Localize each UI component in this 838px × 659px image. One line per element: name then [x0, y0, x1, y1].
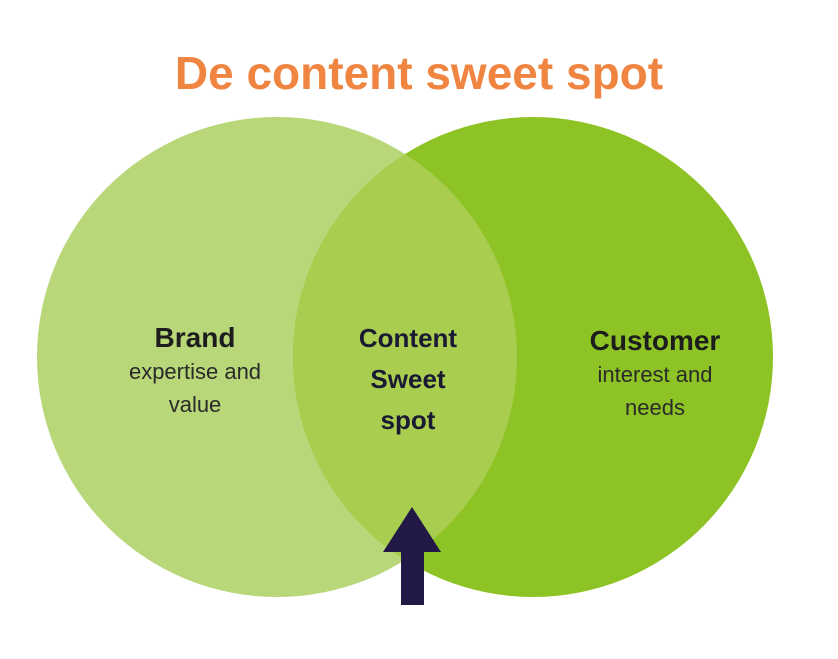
brand-heading: Brand — [154, 322, 236, 353]
customer-heading: Customer — [589, 325, 721, 356]
sweet-spot-line: Content — [358, 323, 458, 353]
up-arrow-icon — [383, 507, 441, 605]
sweet-spot-label-block: Content Sweet spot — [328, 318, 488, 441]
sweet-spot-line: spot — [380, 405, 436, 435]
brand-label-block: Brand expertise and value — [85, 320, 305, 421]
overlap-lens — [293, 117, 517, 597]
sweet-spot-line: Sweet — [370, 364, 446, 394]
brand-subtext-line: value — [168, 392, 222, 417]
customer-label-block: Customer interest and needs — [545, 323, 765, 424]
customer-subtext-line: needs — [625, 395, 685, 420]
customer-subtext-line: interest and — [597, 362, 713, 387]
brand-subtext-line: expertise and — [128, 359, 262, 384]
page-title: De content sweet spot — [174, 47, 664, 99]
